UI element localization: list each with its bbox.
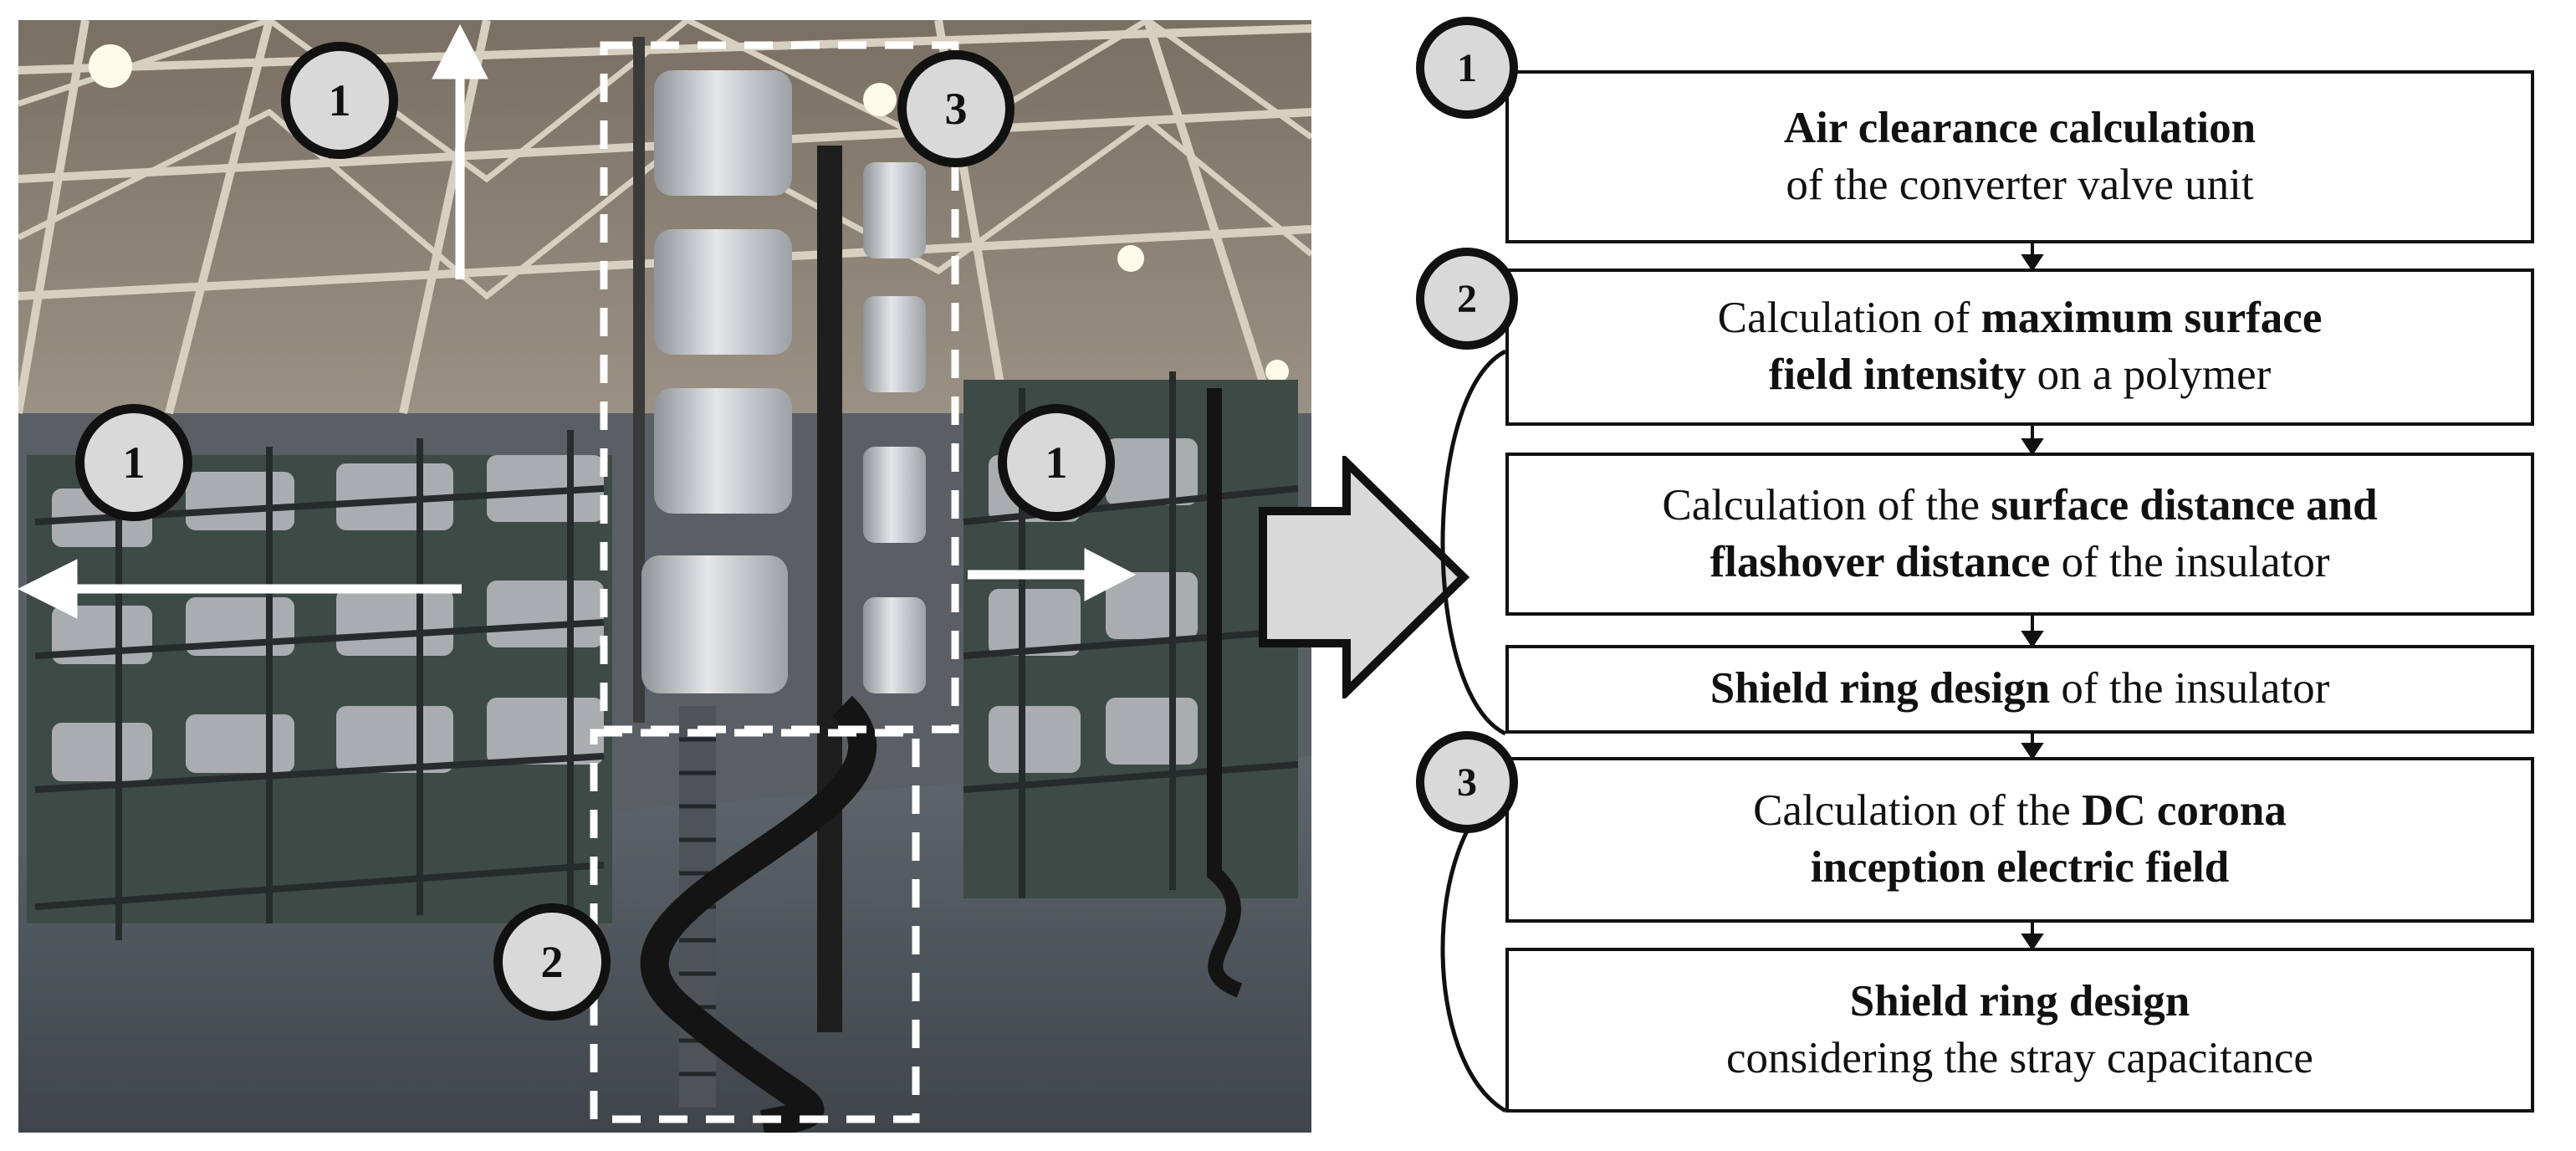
callout-badge-1-top: 1 (281, 42, 398, 159)
flow-badge-2: 2 (1416, 248, 1518, 350)
bold-text: DC corona (2082, 786, 2287, 836)
flow-step-text: Shield ring design of the insulator (1710, 661, 2330, 718)
plain-text: of the converter valve unit (1786, 160, 2254, 209)
plain-text: Calculation of the (1753, 786, 2083, 836)
bold-text: field intensity (1768, 350, 2027, 399)
flow-step-line: Air clearance calculation (1784, 100, 2256, 157)
flow-step-line: Shield ring design of the insulator (1710, 661, 2330, 718)
plain-text: of the insulator (2050, 537, 2330, 586)
flow-step-line: field intensity on a polymer (1718, 347, 2323, 404)
valve-hall-photo (18, 20, 1311, 1133)
callout-badge-1-right: 1 (998, 404, 1115, 521)
valve-stack-center (633, 37, 1243, 1133)
callout-badge-1-left: 1 (75, 404, 192, 521)
flow-step-line: Shield ring design (1726, 974, 2313, 1031)
block-arrow (1259, 456, 1470, 698)
flow-step-text: Shield ring design considering the stray … (1726, 974, 2313, 1087)
flow-step-1: Air clearance calculation of the converte… (1505, 70, 2534, 243)
bold-text: Shield ring design (1710, 664, 2051, 714)
flow-step-4: Shield ring design of the insulator (1505, 645, 2534, 734)
flow-step-line: of the converter valve unit (1784, 157, 2256, 214)
clearance-arrows (18, 23, 1137, 619)
flow-step-text: Air clearance calculation of the converte… (1784, 100, 2256, 214)
bold-text: Air clearance calculation (1783, 103, 2257, 152)
plain-text: of the insulator (2050, 664, 2330, 714)
bold-text: maximum surface (1981, 294, 2323, 343)
plain-text: Calculation of the (1662, 480, 1991, 529)
flow-step-line: Calculation of the surface distance and (1662, 478, 2377, 535)
valve-racks (27, 371, 1299, 940)
plain-text: considering the stray capacitance (1726, 1033, 2313, 1082)
bold-text: flashover distance (1710, 537, 2051, 586)
plain-text: on a polymer (2026, 350, 2272, 399)
flow-step-line: flashover distance of the insulator (1662, 535, 2377, 591)
valve-hall-illustration (18, 20, 1311, 1133)
ceiling-light (1265, 360, 1289, 383)
flow-step-6: Shield ring design considering the stray … (1505, 948, 2534, 1113)
ceiling-light (89, 44, 132, 88)
bold-text: Shield ring design (1849, 976, 2190, 1026)
flow-step-line: inception electric field (1753, 840, 2287, 897)
flow-badge-3: 3 (1416, 731, 1518, 833)
flow-step-line: Calculation of the DC corona (1753, 783, 2287, 840)
flow-badge-1: 1 (1416, 17, 1518, 119)
flow-step-line: considering the stray capacitance (1726, 1031, 2313, 1087)
bold-text: inception electric field (1810, 843, 2230, 892)
flow-step-line: Calculation of maximum surface (1718, 290, 2323, 347)
bold-text: surface distance and (1991, 480, 2378, 529)
ceiling-light (1117, 245, 1144, 272)
callout-badge-3: 3 (897, 50, 1015, 167)
plain-text: Calculation of (1717, 294, 1981, 343)
callout-badge-2: 2 (493, 903, 611, 1021)
ceiling-light (863, 83, 897, 116)
